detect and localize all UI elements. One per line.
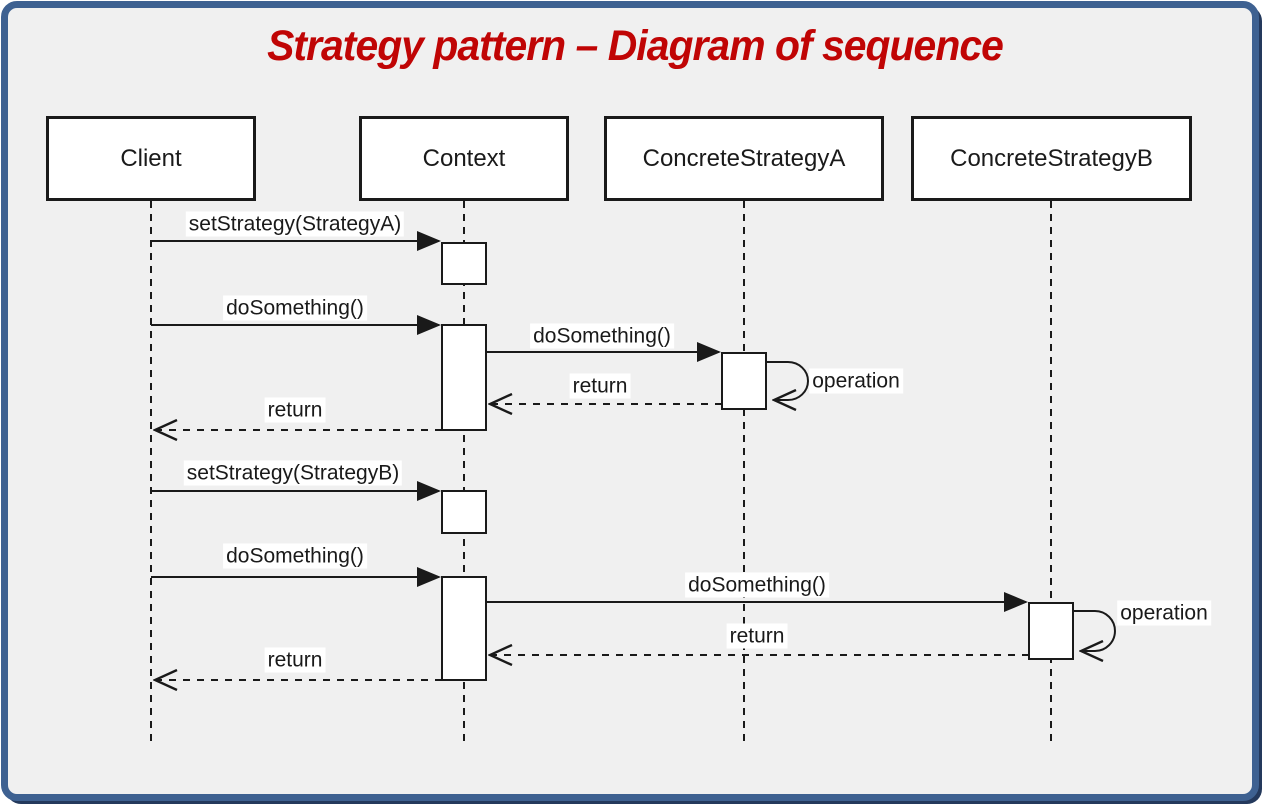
participant-client-label: Client bbox=[120, 144, 182, 172]
participant-context: Context bbox=[359, 116, 569, 201]
message-label-return-b: return bbox=[264, 397, 326, 423]
message-label-dosomething-1: doSomething() bbox=[223, 295, 367, 321]
activation-context-setstrategya bbox=[441, 242, 487, 285]
activation-concretestrategyb bbox=[1028, 602, 1074, 660]
message-label-operation-a: operation bbox=[809, 368, 903, 394]
participant-concretestrategya-label: ConcreteStrategyA bbox=[642, 144, 846, 172]
message-label-dosomething-2: doSomething() bbox=[530, 323, 674, 349]
message-label-dosomething-4: doSomething() bbox=[685, 572, 829, 598]
participant-concretestrategyb-label: ConcreteStrategyB bbox=[950, 144, 1153, 172]
message-label-setstrategy-a: setStrategy(StrategyA) bbox=[185, 211, 405, 237]
activation-context-setstrategyb bbox=[441, 490, 487, 534]
activation-concretestrategya bbox=[721, 352, 767, 410]
message-label-return-d: return bbox=[264, 647, 326, 673]
activation-context-dosomething-1 bbox=[441, 324, 487, 431]
diagram-title: Strategy pattern – Diagram of sequence bbox=[267, 22, 1004, 70]
activation-context-dosomething-2 bbox=[441, 576, 487, 681]
message-label-return-a: return bbox=[569, 373, 631, 399]
participant-concretestrategya: ConcreteStrategyA bbox=[604, 116, 884, 201]
message-label-return-c: return bbox=[726, 623, 788, 649]
message-label-setstrategy-b: setStrategy(StrategyB) bbox=[183, 460, 403, 486]
message-label-dosomething-3: doSomething() bbox=[223, 543, 367, 569]
selfloop-operation-strategya bbox=[766, 361, 809, 400]
message-label-operation-b: operation bbox=[1117, 600, 1211, 626]
participant-concretestrategyb: ConcreteStrategyB bbox=[911, 116, 1192, 201]
participant-client: Client bbox=[46, 116, 256, 201]
participant-context-label: Context bbox=[422, 144, 506, 172]
selfloop-operation-strategyb bbox=[1073, 610, 1116, 651]
